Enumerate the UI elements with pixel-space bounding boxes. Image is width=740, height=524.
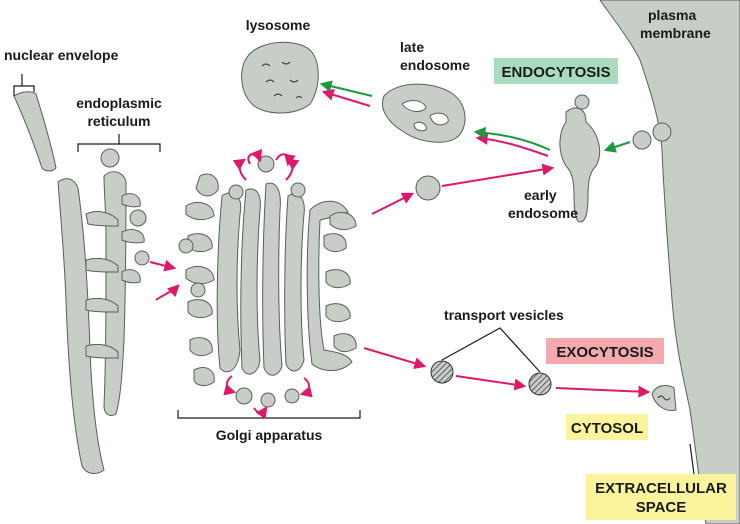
late-endosome <box>382 83 466 143</box>
nuclear-envelope <box>13 91 57 172</box>
nuclear-envelope-label: nuclear envelope <box>4 47 119 63</box>
endocytic-vesicle <box>632 130 652 150</box>
nuclear-envelope-bracket <box>13 85 35 96</box>
golgi-to-endosome-vesicle <box>415 175 441 201</box>
endocytosis-box <box>494 58 618 84</box>
early-endosome-label-line2: endosome <box>508 205 578 221</box>
exocytosis-label: EXOCYTOSIS <box>556 344 653 361</box>
plasma-membrane <box>599 0 740 524</box>
plasma-membrane-label-line1: plasma <box>648 7 696 23</box>
endoplasmic-reticulum <box>57 148 150 474</box>
transport-vesicles-label: transport vesicles <box>444 307 564 323</box>
secretory-arrows <box>149 89 651 420</box>
extracellular-label-line2: SPACE <box>636 499 687 516</box>
endocytosis-label: ENDOCYTOSIS <box>502 64 611 81</box>
late-endosome-label-line2: endosome <box>400 57 470 73</box>
extracellular-leader <box>689 443 695 475</box>
golgi-bracket <box>177 410 361 419</box>
lysosome-label: lysosome <box>246 17 311 33</box>
endocytic-arrows <box>319 80 631 153</box>
er-label-line1: endoplasmic <box>76 95 162 111</box>
transport-vesicle-2 <box>528 372 552 396</box>
golgi-apparatus <box>178 155 357 408</box>
cytosol-box <box>566 414 648 440</box>
er-bracket <box>77 143 161 152</box>
transport-vesicles-leader <box>441 327 541 373</box>
early-endosome <box>559 94 601 223</box>
er-label-line2: reticulum <box>87 113 150 129</box>
transport-vesicle-1 <box>430 360 454 384</box>
cytosol-label: CYTOSOL <box>571 420 643 437</box>
extracellular-label-line1: EXTRACELLULAR <box>595 480 727 497</box>
secreted-cargo-squiggle <box>657 395 671 401</box>
golgi-apparatus-label: Golgi apparatus <box>216 427 323 443</box>
budding-vesicle <box>652 122 672 142</box>
lysosome <box>241 41 319 114</box>
early-endosome-label-line1: early <box>524 187 557 203</box>
late-endosome-label-line1: late <box>400 39 424 55</box>
plasma-membrane-label-line2: membrane <box>640 25 711 41</box>
exocytosis-box <box>546 338 664 364</box>
extracellular-box <box>586 474 736 520</box>
